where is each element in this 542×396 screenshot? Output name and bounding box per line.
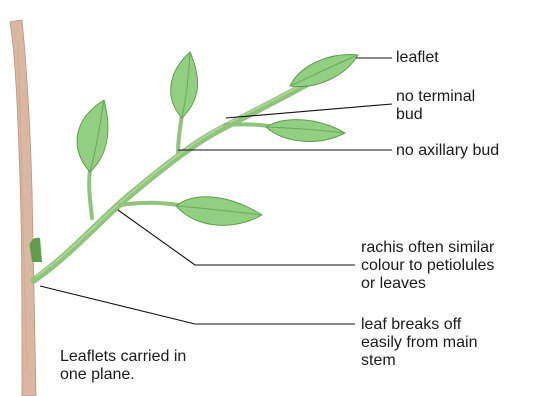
label-leaflet: leaflet xyxy=(396,49,439,67)
label-no-axillary-bud: no axillary bud xyxy=(396,142,499,160)
label-no-terminal-bud: no terminal bud xyxy=(396,88,475,124)
leaflet-lower-upright xyxy=(77,100,108,172)
label-rachis: rachis often similar colour to petiolule… xyxy=(361,239,494,293)
leaflet-upper-upright xyxy=(171,52,198,118)
leader-leaf-breaks xyxy=(40,286,355,324)
leader-lines xyxy=(40,58,392,324)
label-leaf-breaks: leaf breaks off easily from main stem xyxy=(361,316,477,370)
caption: Leaflets carried in one plane. xyxy=(60,348,186,384)
leaflet-upper-spreading xyxy=(266,120,345,142)
leaflet-terminal xyxy=(290,55,358,87)
leaflet-lower-spreading xyxy=(176,197,262,226)
